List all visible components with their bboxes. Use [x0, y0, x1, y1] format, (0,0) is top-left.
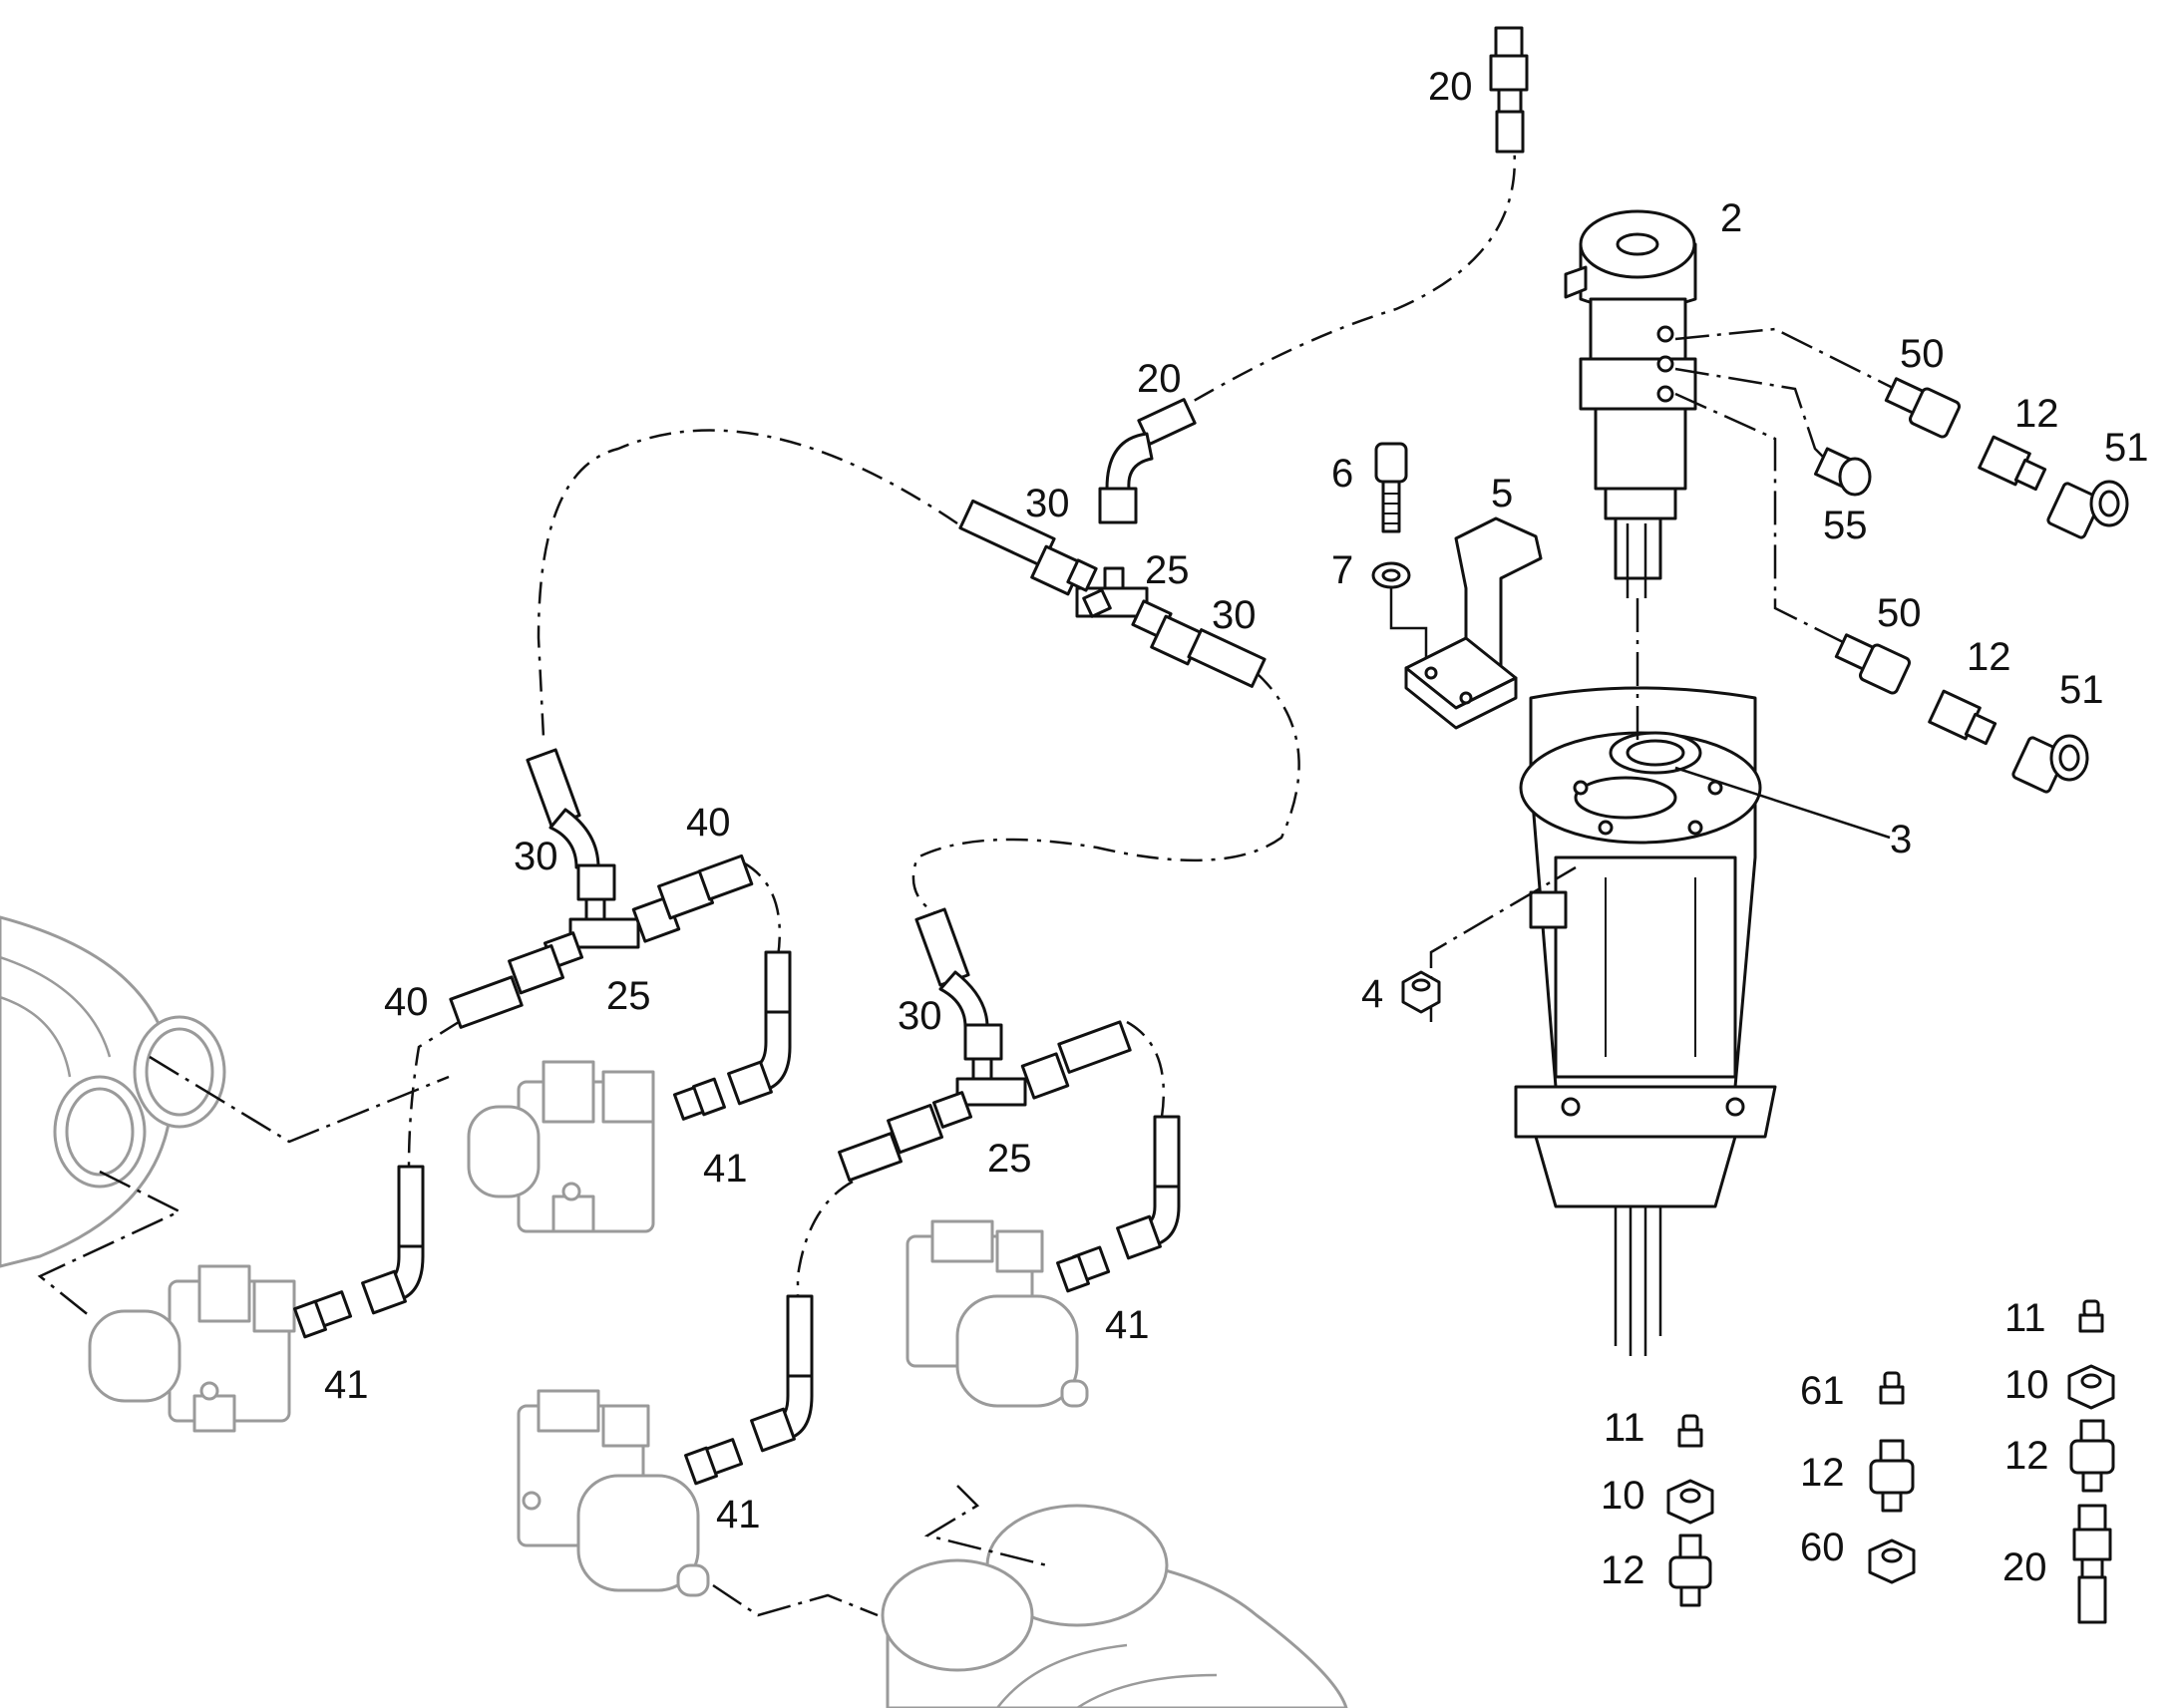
fitting-50-lower — [1834, 633, 1912, 695]
right-upper-motor — [906, 1219, 1089, 1408]
hose-right-motor-upper — [1116, 1115, 1181, 1260]
loose-12-middle — [1869, 1439, 1915, 1513]
label-4: 4 — [1361, 972, 1383, 1016]
label-10-right: 10 — [2004, 1363, 2049, 1407]
label-6: 6 — [1331, 452, 1353, 496]
label-60: 60 — [1800, 1526, 1845, 1569]
hose-routing — [407, 124, 1516, 1296]
label-12-left: 12 — [1601, 1548, 1645, 1592]
loose-10-left — [1666, 1479, 1714, 1525]
label-25-mid-right: 25 — [987, 1137, 1032, 1181]
label-61: 61 — [1800, 1369, 1845, 1413]
label-25-top: 25 — [1145, 548, 1190, 592]
loose-12-right — [2069, 1419, 2115, 1493]
adapter-41-lower-right — [684, 1438, 744, 1486]
loose-61 — [1879, 1371, 1905, 1405]
hose-20-top — [1489, 26, 1529, 154]
loose-10-right — [2067, 1364, 2115, 1410]
label-41-lower-left: 41 — [324, 1363, 369, 1407]
label-12-upper: 12 — [2014, 392, 2059, 436]
label-50-upper: 50 — [1900, 332, 1945, 376]
label-51-lower: 51 — [2059, 668, 2104, 712]
fitting-51-upper — [2046, 480, 2129, 539]
hose-lower-right-tee — [838, 1104, 943, 1183]
fitting-12-upper — [1978, 435, 2047, 492]
hose-right-motor-lower — [750, 1294, 814, 1453]
hose-right-of-left-tee — [727, 950, 792, 1106]
leader-lines — [37, 327, 1896, 1617]
label-10-left: 10 — [1601, 1474, 1645, 1518]
left-track-gearbox — [0, 915, 226, 1268]
fitting-51-lower — [2011, 734, 2089, 794]
hose-30-right-top — [1150, 614, 1267, 688]
loose-60 — [1868, 1538, 1916, 1584]
plug-55 — [1813, 447, 1872, 497]
loose-12-left — [1668, 1534, 1712, 1607]
tee-25-mid-left — [543, 895, 681, 969]
label-30-mid-left: 30 — [514, 835, 558, 878]
label-5: 5 — [1491, 472, 1513, 515]
hose-lower-left-down — [361, 1165, 425, 1315]
label-41-upper-right: 41 — [1105, 1303, 1150, 1347]
loose-11-right — [2078, 1299, 2104, 1333]
label-20-right: 20 — [2002, 1545, 2047, 1589]
label-55: 55 — [1823, 504, 1868, 547]
label-11-right: 11 — [2004, 1296, 2046, 1340]
bottom-track-gearbox — [881, 1504, 1348, 1708]
adapter-41-upper-left — [672, 1077, 726, 1121]
hose-30-mid-right — [914, 907, 1003, 1061]
label-50-lower: 50 — [1877, 591, 1922, 635]
label-40-lower: 40 — [384, 980, 429, 1024]
label-25-mid-left: 25 — [606, 974, 651, 1018]
fitting-50-upper — [1884, 377, 1962, 439]
label-12-lower: 12 — [1967, 635, 2011, 679]
label-3: 3 — [1890, 818, 1912, 861]
rotary-union — [1564, 209, 1697, 598]
part-labels: 20 2 20 50 12 51 6 5 55 30 25 7 30 50 12… — [324, 65, 2149, 1592]
hose-40-upper — [657, 854, 754, 920]
label-41-lower-right: 41 — [716, 1493, 761, 1537]
hose-20-elbow — [1098, 398, 1197, 524]
label-51-upper: 51 — [2104, 426, 2149, 470]
right-lower-motor — [517, 1389, 710, 1597]
hose-40-lower — [449, 944, 564, 1029]
label-20-elbow: 20 — [1137, 357, 1182, 401]
label-12-middle: 12 — [1800, 1451, 1845, 1495]
left-lower-motor — [88, 1264, 296, 1433]
loose-11-left — [1677, 1414, 1703, 1448]
swivel-joint-body — [1514, 686, 1777, 1356]
adapter-41-upper-right — [1056, 1245, 1111, 1293]
label-20-top: 20 — [1428, 65, 1473, 109]
bolt-6 — [1374, 442, 1408, 533]
label-12-right: 12 — [2004, 1434, 2049, 1478]
tee-25-mid-right — [931, 1052, 1070, 1129]
hose-30-mid-left — [526, 748, 616, 901]
label-30-mid-right: 30 — [898, 994, 942, 1038]
label-30-top-right: 30 — [1212, 593, 1257, 637]
label-41-upper-left: 41 — [703, 1147, 748, 1191]
bracket-5 — [1404, 516, 1543, 730]
left-upper-motor — [467, 1060, 655, 1233]
adapter-41-lower-left — [293, 1290, 353, 1339]
nut-4 — [1401, 970, 1441, 1014]
label-11-left: 11 — [1604, 1406, 1645, 1450]
washer-7 — [1371, 561, 1411, 589]
loose-20-right — [2072, 1504, 2112, 1624]
hose-30-left-top — [958, 499, 1098, 596]
hose-upper-right-tee — [1057, 1020, 1132, 1074]
label-2: 2 — [1720, 196, 1742, 240]
label-40-upper: 40 — [686, 801, 731, 845]
label-7: 7 — [1331, 548, 1353, 592]
label-30-top-left: 30 — [1025, 482, 1070, 525]
fitting-12-lower — [1928, 689, 1998, 746]
